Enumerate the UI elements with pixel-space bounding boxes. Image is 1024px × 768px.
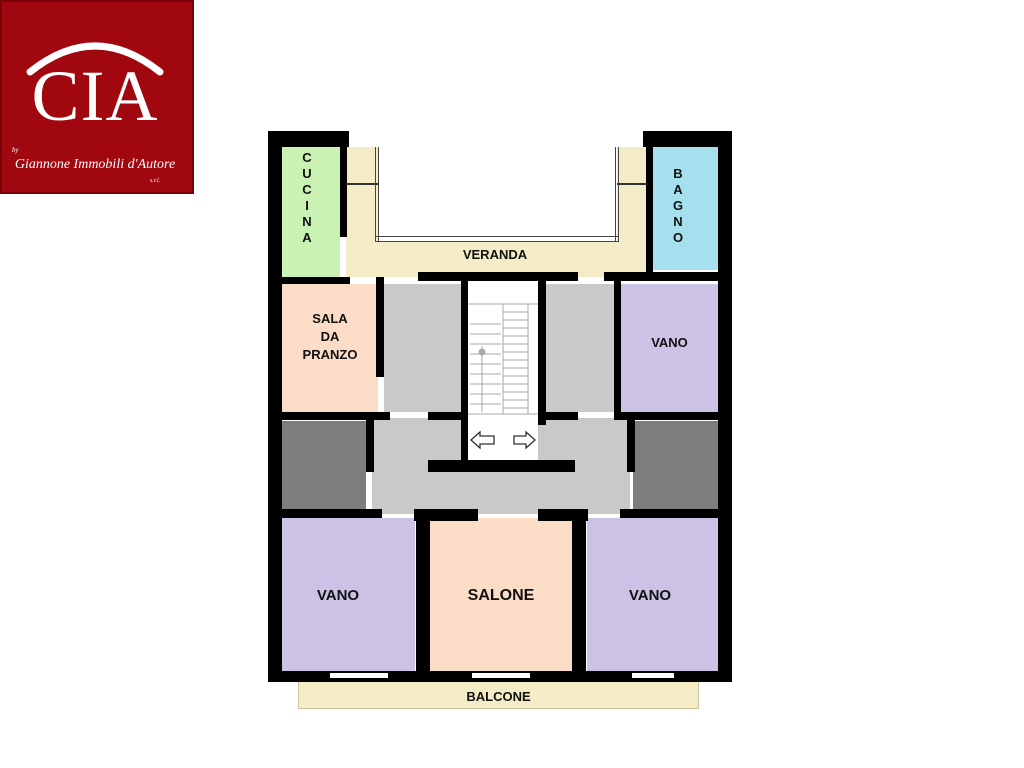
room-closet bbox=[633, 421, 718, 509]
label-bagno-letter: N bbox=[673, 214, 683, 229]
wall bbox=[614, 412, 732, 420]
wall bbox=[418, 272, 578, 281]
room-cucina bbox=[282, 147, 340, 280]
wall bbox=[646, 147, 653, 272]
room-salone bbox=[430, 518, 572, 671]
label-salone: SALONE bbox=[467, 587, 535, 604]
veranda-window bbox=[375, 236, 619, 242]
wall bbox=[572, 509, 586, 679]
wall bbox=[414, 509, 478, 521]
wall bbox=[416, 509, 430, 679]
label-balcone: BALCONE bbox=[466, 689, 531, 704]
stairs-drawing bbox=[468, 303, 538, 415]
room-vano bbox=[587, 518, 718, 671]
wall bbox=[268, 131, 349, 147]
wall bbox=[627, 420, 635, 472]
logo-title: CIA bbox=[31, 56, 159, 136]
wall bbox=[268, 412, 390, 420]
wall bbox=[268, 131, 282, 682]
wall bbox=[604, 272, 732, 281]
wall bbox=[643, 131, 732, 147]
logo-arc bbox=[26, 42, 164, 76]
veranda-window bbox=[615, 147, 619, 242]
logo-by: by bbox=[12, 146, 19, 154]
room-vano bbox=[621, 284, 718, 412]
stairwell bbox=[468, 284, 538, 460]
label-cucina-letter: U bbox=[302, 166, 312, 181]
label-cucina-letter: A bbox=[302, 230, 312, 245]
logo-suffix: s.r.l. bbox=[150, 178, 161, 184]
label-sala-da-pranzo: SALA DA PRANZO bbox=[282, 310, 378, 364]
label-cucina-letter: I bbox=[305, 198, 309, 213]
room-corridor bbox=[546, 284, 614, 412]
room-vano bbox=[282, 518, 415, 671]
wall bbox=[614, 277, 621, 417]
label-sala-da-pranzo-line: DA bbox=[320, 329, 340, 344]
label-vano: VANO bbox=[316, 587, 360, 604]
wall bbox=[428, 412, 468, 420]
logo-subtitle: Giannone Immobili d'Autore bbox=[14, 157, 176, 172]
wall bbox=[538, 412, 578, 420]
wall bbox=[376, 277, 384, 377]
label-veranda: VERANDA bbox=[462, 247, 528, 262]
wall bbox=[461, 277, 468, 460]
label-sala-da-pranzo-line: PRANZO bbox=[302, 347, 358, 362]
veranda-window bbox=[346, 147, 378, 185]
label-bagno-letter: B bbox=[673, 166, 683, 181]
wall bbox=[268, 509, 382, 518]
veranda-window bbox=[617, 147, 647, 185]
balcony-door bbox=[632, 673, 674, 678]
cia-logo: CIA by Giannone Immobili d'Autore s.r.l. bbox=[0, 0, 194, 194]
label-cucina-letter: N bbox=[302, 214, 312, 229]
room-veranda bbox=[346, 242, 646, 277]
wall bbox=[538, 277, 546, 425]
wall bbox=[718, 131, 732, 682]
balcony-door bbox=[330, 673, 388, 678]
wall bbox=[268, 277, 350, 284]
label-vano: VANO bbox=[651, 335, 688, 350]
label-sala-da-pranzo-line: SALA bbox=[312, 311, 348, 326]
room-bagno bbox=[653, 147, 718, 270]
label-bagno-letter: O bbox=[672, 230, 684, 245]
room-sala-da-pranzo bbox=[282, 284, 378, 412]
label-cucina-letter: C bbox=[302, 182, 312, 197]
label-vano: VANO bbox=[628, 587, 672, 604]
balcony-door bbox=[472, 673, 530, 678]
label-cucina-letter: C bbox=[302, 150, 312, 165]
room-closet bbox=[282, 421, 366, 509]
label-bagno-letter: A bbox=[673, 182, 683, 197]
door-arrows bbox=[470, 430, 536, 450]
veranda-window bbox=[375, 147, 379, 242]
wall bbox=[620, 509, 732, 518]
arrow-right-icon bbox=[513, 430, 536, 450]
label-bagno-letter: G bbox=[672, 198, 684, 213]
wall bbox=[366, 420, 374, 472]
wall bbox=[340, 147, 347, 237]
wall bbox=[428, 460, 575, 472]
room-corridor bbox=[384, 284, 462, 412]
arrow-left-icon bbox=[470, 430, 495, 450]
